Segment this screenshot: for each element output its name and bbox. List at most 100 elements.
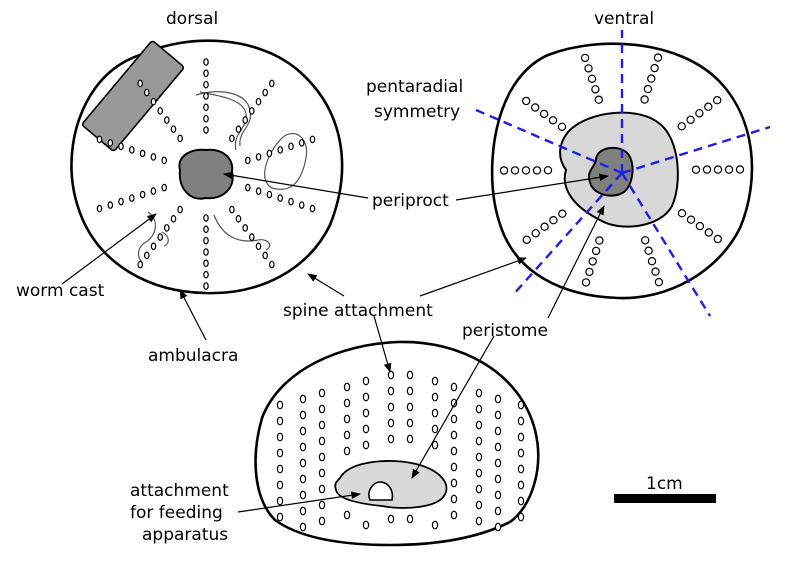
spine-pore	[164, 224, 170, 232]
spine-pore	[118, 142, 124, 151]
spine-pore	[647, 74, 656, 83]
scale-bar-line	[614, 494, 716, 503]
label-feeding-line2: for feeding	[130, 503, 223, 523]
label-spine-attachment: spine attachment	[283, 301, 433, 321]
spine-pore	[499, 166, 509, 175]
ventral-view	[475, 30, 771, 317]
spine-pore	[343, 414, 351, 424]
spine-pore	[704, 228, 714, 237]
spine-pore	[150, 153, 157, 161]
spine-pore	[362, 392, 370, 402]
worm-cast-trace-3	[264, 133, 308, 190]
spine-pore	[318, 452, 326, 462]
spine-pore	[299, 394, 307, 404]
spine-pore	[406, 402, 414, 412]
spine-pore	[298, 139, 305, 147]
spine-pore	[139, 149, 146, 158]
symmetry-axis-2	[475, 108, 623, 175]
spine-pore	[245, 183, 251, 192]
spine-pore	[522, 96, 531, 106]
spine-pore	[255, 153, 262, 161]
spine-pore	[343, 510, 351, 520]
spine-pore	[517, 480, 525, 490]
symmetry-axis-5	[620, 172, 712, 317]
spine-pore	[299, 522, 307, 532]
spine-pore	[276, 496, 284, 506]
spine-pore	[276, 400, 284, 410]
spine-pore	[362, 424, 370, 434]
spine-pore	[475, 404, 483, 414]
spine-pore	[431, 408, 439, 418]
spine-pore	[539, 109, 549, 119]
spine-pore	[587, 74, 597, 84]
spine-pore	[203, 103, 209, 112]
dorsal-view	[70, 39, 344, 295]
label-pentaradial: pentaradial	[366, 77, 463, 97]
spine-pore	[517, 464, 525, 474]
symmetry-axis-4	[511, 172, 623, 297]
spine-pore	[177, 134, 183, 143]
spine-pore	[735, 165, 745, 174]
spine-pore	[543, 166, 553, 175]
spine-pore	[268, 79, 275, 88]
spine-pore	[144, 88, 150, 97]
spine-pore	[653, 53, 663, 62]
spine-pore	[276, 416, 284, 426]
spine-pore	[277, 146, 284, 154]
spine-pore	[540, 222, 549, 231]
spine-pore	[677, 122, 686, 131]
spine-pore	[724, 165, 734, 174]
spine-pore	[494, 522, 502, 532]
spine-pore	[161, 183, 168, 192]
spine-pore	[475, 436, 483, 446]
arrow-spine-attachment-side	[373, 315, 392, 373]
spine-pore	[387, 418, 395, 428]
spine-pore	[362, 376, 370, 386]
spine-pore	[494, 442, 502, 452]
spine-pore	[137, 260, 144, 269]
spine-pore	[107, 139, 114, 147]
spine-pore	[144, 251, 150, 260]
spine-pore	[203, 92, 209, 100]
spine-pore	[494, 458, 502, 468]
spine-pore	[475, 420, 483, 430]
spine-pore	[387, 514, 395, 524]
spine-pore	[585, 267, 594, 277]
spine-pore	[170, 125, 177, 134]
spine-pore	[249, 107, 255, 115]
spine-pore	[494, 394, 502, 404]
spine-pore	[644, 246, 653, 255]
spine-pore	[177, 205, 183, 214]
label-periproct: periproct	[372, 191, 449, 211]
spine-pore	[255, 187, 262, 195]
spine-pore	[276, 464, 284, 474]
spine-pore	[531, 103, 540, 112]
spine-pore	[494, 490, 502, 500]
spine-pore	[475, 500, 483, 510]
spine-pore	[150, 242, 157, 251]
spine-pore	[580, 53, 590, 63]
side-spine-pores	[276, 370, 525, 532]
spine-pore	[277, 194, 284, 202]
spine-pore	[686, 115, 695, 125]
spine-pore	[318, 436, 326, 446]
spine-pore	[299, 426, 307, 436]
spine-pore	[245, 156, 251, 165]
spine-pore	[362, 440, 370, 450]
spine-pore	[431, 392, 439, 402]
spine-pore	[450, 494, 458, 504]
spine-pore	[318, 388, 326, 398]
arrow-spine-attachment-dorsal	[307, 273, 345, 297]
arrow-peristome-ventral	[547, 205, 605, 319]
spine-pore	[318, 516, 326, 526]
spine-pore	[517, 512, 525, 522]
spine-pore	[695, 109, 704, 118]
spine-pore	[255, 242, 262, 251]
spine-pore	[651, 267, 660, 276]
spine-pore	[118, 197, 124, 206]
spine-pore	[249, 233, 255, 241]
spine-pore	[235, 125, 242, 134]
spine-pore	[96, 204, 103, 213]
spine-pore	[548, 116, 558, 125]
label-worm-cast: worm cast	[16, 281, 105, 301]
